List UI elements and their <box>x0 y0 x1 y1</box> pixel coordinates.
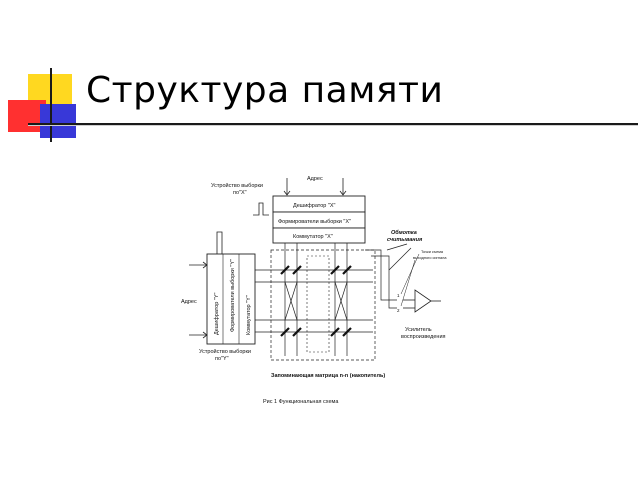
device-x-label-2: по"Х" <box>233 190 247 196</box>
pulse-y-icon <box>216 231 223 254</box>
x-decoder-label: Дешифратор "X" <box>293 203 336 209</box>
x-switch-block: Коммутатор "X" <box>272 227 366 244</box>
amplifier <box>403 289 441 313</box>
mark-2: 2 <box>397 308 400 313</box>
amplifier-label-1: Усилитель <box>405 327 432 333</box>
output-pointer-lines <box>400 253 420 307</box>
output-points-label-1: Точки съема <box>421 250 444 254</box>
title-underline <box>28 123 638 125</box>
winding-label-2: считывания <box>387 237 423 243</box>
x-switch-label: Коммутатор "X" <box>293 234 333 240</box>
amplifier-label-2: воспроизведения <box>401 334 446 340</box>
device-x-label-1: Устройство выборки <box>211 182 263 189</box>
winding-label-1: Обмотка <box>391 229 417 236</box>
memory-matrix <box>255 243 376 361</box>
x-drivers-block: Формирователи выборки "X" <box>272 211 366 229</box>
read-winding <box>365 243 412 309</box>
y-selector-block: Дешифратор "Y" Формирователи выборки "Y"… <box>206 253 256 345</box>
x-decoder-block: Дешифратор "X" <box>272 195 366 213</box>
y-switch-label: Коммутатор "Y" <box>246 295 252 335</box>
x-drivers-label: Формирователи выборки "X" <box>278 219 351 225</box>
ferrite-cores <box>280 265 352 337</box>
address-left-arrows <box>189 261 208 339</box>
y-decoder-label: Дешифратор "Y" <box>214 292 220 335</box>
y-drivers-label: Формирователи выборки "Y" <box>230 259 236 332</box>
address-top-label: Адрес <box>307 176 323 182</box>
figure-caption: Рис 1 Функциональная схема <box>263 399 339 405</box>
blue-square-decoration <box>40 104 76 138</box>
slide-title: Структура памяти <box>86 70 444 111</box>
address-left-label: Адрес <box>181 299 197 305</box>
memory-structure-diagram: Адрес Устройство выборки по"Х" Дешифрато… <box>181 176 447 405</box>
matrix-label: Запоминающая матрица n-n (накопитель) <box>271 373 385 379</box>
device-y-label-2: по"Y" <box>215 356 229 362</box>
title-underline-shadow <box>28 125 638 126</box>
output-points-label-2: выходного сигнала <box>413 256 447 260</box>
device-y-label-1: Устройство выборки <box>199 348 251 355</box>
red-square-decoration <box>8 100 46 132</box>
mark-1: 1 <box>397 293 400 298</box>
vertical-rule <box>50 68 52 142</box>
pulse-x-icon <box>253 202 269 216</box>
address-top-arrows <box>283 178 347 196</box>
